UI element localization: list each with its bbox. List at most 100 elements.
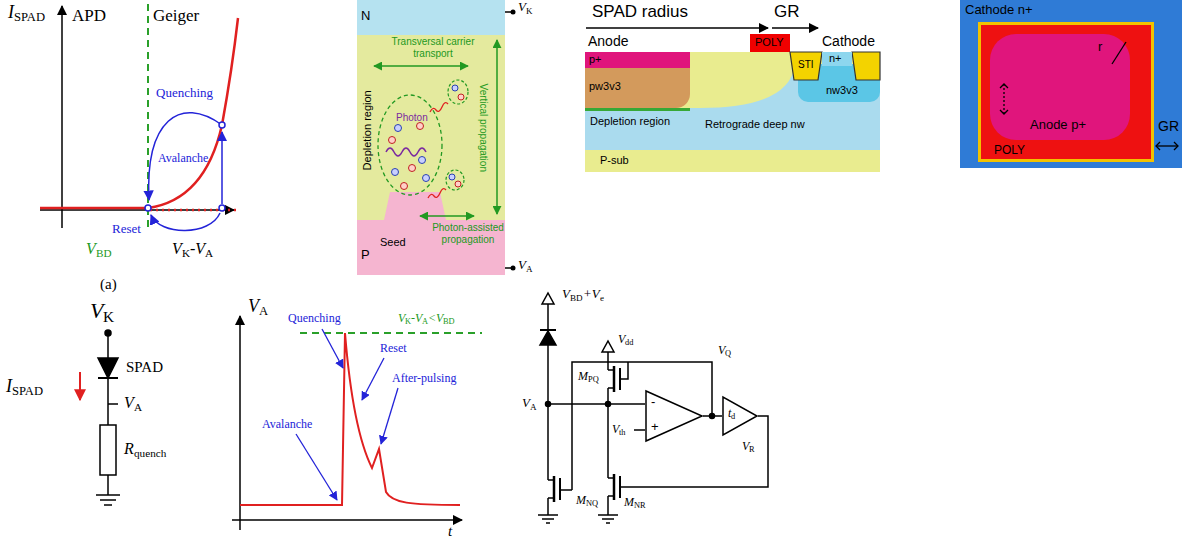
node-outline (722, 396, 758, 436)
node-text: Cathode n+ (965, 3, 1033, 18)
annotation-label: V (562, 287, 570, 302)
annotation-label: V (518, 258, 526, 273)
annotation-label: t (448, 523, 452, 540)
annotation-label: GR (1158, 118, 1179, 134)
annotation-label: V (86, 240, 96, 258)
active-quench-circuit (538, 293, 768, 523)
subscript: th (619, 428, 626, 438)
annotation-label: V (618, 333, 625, 347)
poly-ring: POLY Anode p+ (978, 22, 1154, 162)
subscript: K (103, 308, 114, 326)
annotation-label: Cathode (822, 33, 875, 49)
annotation-label: Quenching (156, 86, 213, 101)
subscript: PQ (588, 375, 599, 385)
passive-quench-circuit (80, 330, 120, 505)
annotation-label: V (398, 312, 405, 326)
subscript: SPAD (14, 10, 45, 24)
subscript: K (526, 6, 533, 16)
subscript: NR (634, 501, 646, 511)
annotation-label: I (8, 2, 14, 23)
annotation-label: M (624, 496, 634, 510)
subscript: SPAD (12, 384, 43, 398)
annotation-label: Anode (588, 33, 628, 49)
annotation-label: V (248, 296, 259, 317)
subscript: NQ (586, 499, 598, 509)
annotation-label: <V (428, 312, 443, 326)
subscript: quench (134, 447, 166, 460)
avalanche-sketch (357, 0, 516, 275)
subscript: BD (443, 317, 455, 327)
node-text: N (361, 9, 370, 24)
spad-cross-section (585, 28, 880, 172)
node-text: POLY (994, 144, 1025, 158)
annotation-label: R (124, 440, 134, 458)
node-text: P (361, 248, 370, 263)
iv-graph (40, 4, 238, 231)
subscript: A (526, 264, 533, 274)
node-text: pw3v3 (589, 80, 621, 93)
annotation-label: Avalanche (262, 418, 312, 432)
annotation-label: Transversal carrier transport (378, 36, 488, 59)
node-text: POLY (755, 36, 784, 49)
annotation-label: Geiger (153, 6, 199, 26)
annotation-label: Photon (396, 112, 428, 124)
subscript: K (405, 317, 411, 327)
annotation-label: M (576, 494, 586, 508)
annotation-label: P-sub (600, 154, 629, 167)
annotation-label: V (718, 344, 725, 358)
node-text: + (651, 420, 659, 435)
annotation-label: Vertical propagation (477, 84, 489, 172)
annotation-label: Reset (112, 222, 141, 237)
subscript: A (422, 317, 428, 327)
annotation-label: APD (72, 6, 106, 26)
node-text: Depletion region (361, 90, 374, 170)
comparator: -+ (645, 390, 703, 442)
annotation-label: SPAD (126, 359, 163, 376)
annotation-label: r (1098, 40, 1102, 55)
subscript: BD (570, 293, 583, 303)
annotation-label: Reset (380, 342, 407, 356)
annotation-label: Quenching (288, 312, 341, 326)
annotation-label: (a) (100, 276, 117, 293)
va-waveform (232, 316, 482, 530)
sti-trench: STI (790, 52, 822, 80)
subscript: K (182, 247, 190, 260)
node-text: n+ (829, 52, 842, 65)
p-plus-region: p+ (585, 52, 690, 68)
annotation-label: Avalanche (158, 152, 208, 166)
annotation-label: -V (190, 240, 205, 258)
node-text: - (651, 395, 655, 410)
subscript: Q (725, 349, 731, 359)
subscript: e (600, 293, 604, 303)
annotation-label: V (742, 440, 749, 454)
node-text: STI (798, 59, 814, 71)
poly-gate: POLY (750, 34, 790, 52)
delay-buffer: td (722, 396, 758, 436)
annotation-label: Photon-assisted propagation (428, 222, 508, 245)
annotation-label: V (124, 394, 134, 412)
subscript: A (530, 402, 537, 412)
subscript: A (259, 304, 268, 318)
annotation-label: V (612, 423, 619, 437)
annotation-label: Retrograde deep nw (705, 118, 805, 131)
node-text: p+ (589, 53, 602, 66)
subscript: dd (625, 338, 633, 348)
annotation-label: +V (583, 287, 600, 302)
subscript: A (205, 247, 213, 260)
annotation-label: After-pulsing (392, 372, 456, 386)
annotation-label: V (518, 0, 526, 15)
p-well-region: pw3v3 (585, 68, 690, 108)
annotation-label: V (172, 240, 182, 258)
subscript: BD (96, 247, 112, 260)
subscript: d (731, 412, 735, 422)
annotation-label: I (6, 376, 12, 397)
node-text: t (728, 407, 731, 421)
subscript: A (134, 401, 142, 414)
node-text: Anode p+ (1030, 118, 1086, 133)
annotation-label: Seed (380, 236, 406, 249)
node-text: nw3v3 (826, 84, 858, 97)
annotation-label: Depletion region (590, 115, 670, 128)
n-layer-band: N (357, 0, 505, 35)
annotation-label: GR (774, 2, 800, 22)
